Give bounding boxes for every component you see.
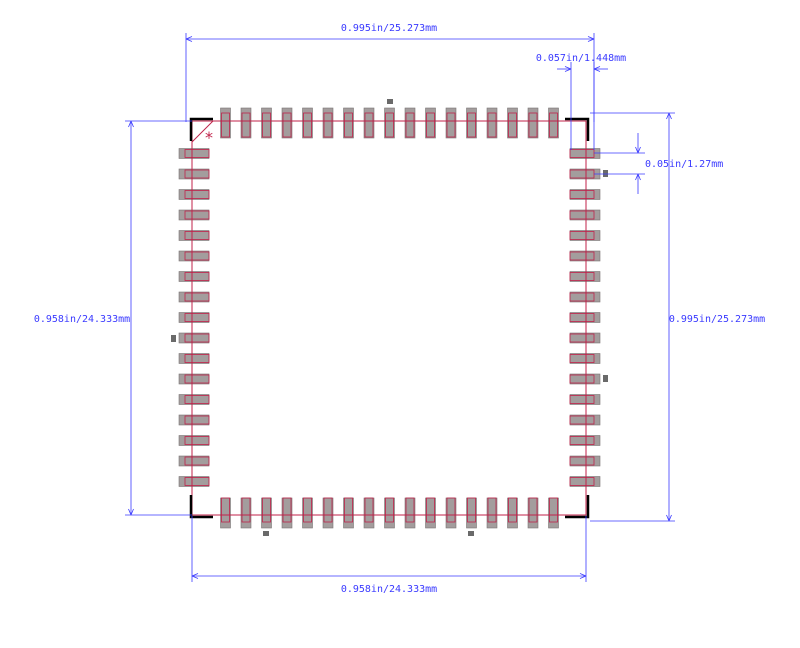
pad-left-5 — [178, 230, 210, 241]
dimension-top-width-label: 0.995in/25.273mm — [341, 23, 437, 34]
pads-left-column — [178, 148, 210, 487]
pad-right-12 — [569, 373, 601, 385]
pad-bottom-10 — [404, 497, 416, 529]
pads-bottom-row — [220, 497, 559, 529]
pad-right-13 — [569, 394, 601, 405]
pad-right-1 — [569, 148, 601, 159]
pad-left-15 — [178, 435, 210, 446]
pad-bottom-6 — [322, 497, 334, 529]
pad-top-5 — [302, 107, 313, 139]
pad-left-7 — [178, 271, 210, 282]
pin1-marker: * — [205, 128, 213, 147]
pads-right-column — [569, 148, 601, 487]
pad-right-8 — [569, 291, 601, 303]
dimension-right-height-label: 0.995in/25.273mm — [669, 314, 765, 325]
pad-right-3 — [569, 189, 601, 200]
pad-right-7 — [569, 271, 601, 282]
corner-bracket-bottom-left — [189, 495, 213, 519]
dimension-bottom-width-label: 0.958in/24.333mm — [341, 584, 437, 595]
pad-bottom-8 — [363, 497, 375, 529]
pad-top-1 — [220, 107, 231, 139]
pad-left-13 — [178, 394, 210, 405]
pad-bottom-2 — [240, 497, 252, 529]
pad-top-16 — [527, 107, 539, 139]
pad-left-16 — [178, 455, 210, 467]
body-outline — [191, 120, 587, 516]
dimension-bottom-width — [191, 516, 587, 582]
pad-bottom-13 — [466, 497, 477, 529]
dimension-pitch — [594, 133, 645, 194]
pad-right-5 — [569, 230, 601, 241]
pad-top-15 — [507, 107, 518, 139]
pad-top-2 — [240, 107, 252, 139]
pad-right-14 — [569, 414, 601, 426]
pad-left-6 — [178, 250, 210, 262]
pad-bottom-1 — [220, 497, 231, 529]
pad-left-3 — [178, 189, 210, 200]
pads-top-row — [220, 107, 559, 139]
pad-left-17 — [178, 476, 210, 487]
fiducial-mark-3 — [603, 170, 608, 177]
pad-right-4 — [569, 209, 601, 221]
dimension-pitch-label: 0.05in/1.27mm — [645, 159, 723, 170]
pad-left-8 — [178, 291, 210, 303]
pad-bottom-9 — [384, 497, 395, 529]
fiducial-mark-4 — [603, 375, 608, 382]
dimension-right-height — [590, 112, 675, 522]
pad-bottom-14 — [486, 497, 498, 529]
pad-bottom-7 — [343, 497, 354, 529]
pad-right-6 — [569, 250, 601, 262]
pad-top-17 — [548, 107, 559, 139]
pad-top-4 — [281, 107, 293, 139]
dimension-pad-width-label: 0.057in/1.448mm — [536, 53, 626, 64]
pad-right-11 — [569, 353, 601, 364]
pad-top-7 — [343, 107, 354, 139]
pad-left-9 — [178, 312, 210, 323]
corner-bracket-top-left — [189, 117, 213, 141]
pad-top-8 — [363, 107, 375, 139]
pad-bottom-11 — [425, 497, 436, 529]
dimension-pad-width — [557, 62, 608, 150]
pad-left-1 — [178, 148, 210, 159]
pad-bottom-3 — [261, 497, 272, 529]
pin1-chamfer — [191, 120, 214, 143]
fiducial-mark-2 — [171, 335, 176, 342]
pad-top-12 — [445, 107, 457, 139]
pad-top-9 — [384, 107, 395, 139]
pad-bottom-12 — [445, 497, 457, 529]
pad-left-11 — [178, 353, 210, 364]
corner-bracket-bottom-right — [565, 495, 590, 519]
pad-top-3 — [261, 107, 272, 139]
fiducial-mark-1 — [387, 99, 393, 104]
pad-left-12 — [178, 373, 210, 385]
dimension-left-height-label: 0.958in/24.333mm — [34, 314, 130, 325]
pad-top-14 — [486, 107, 498, 139]
corner-bracket-top-right — [565, 117, 590, 141]
pad-right-16 — [569, 455, 601, 467]
pad-bottom-4 — [281, 497, 293, 529]
pad-top-10 — [404, 107, 416, 139]
dimension-left-height — [125, 120, 192, 516]
fiducial-marks — [171, 99, 608, 536]
pad-right-9 — [569, 312, 601, 323]
pad-bottom-16 — [527, 497, 539, 529]
fiducial-mark-6 — [468, 531, 474, 536]
pad-top-13 — [466, 107, 477, 139]
pad-right-10 — [569, 332, 601, 344]
pad-bottom-5 — [302, 497, 313, 529]
fiducial-mark-5 — [263, 531, 269, 536]
pad-bottom-17 — [548, 497, 559, 529]
pad-top-11 — [425, 107, 436, 139]
pad-right-15 — [569, 435, 601, 446]
pad-left-4 — [178, 209, 210, 221]
pad-top-6 — [322, 107, 334, 139]
pad-left-10 — [178, 332, 210, 344]
pad-left-2 — [178, 168, 210, 180]
pad-left-14 — [178, 414, 210, 426]
pad-right-17 — [569, 476, 601, 487]
pad-bottom-15 — [507, 497, 518, 529]
